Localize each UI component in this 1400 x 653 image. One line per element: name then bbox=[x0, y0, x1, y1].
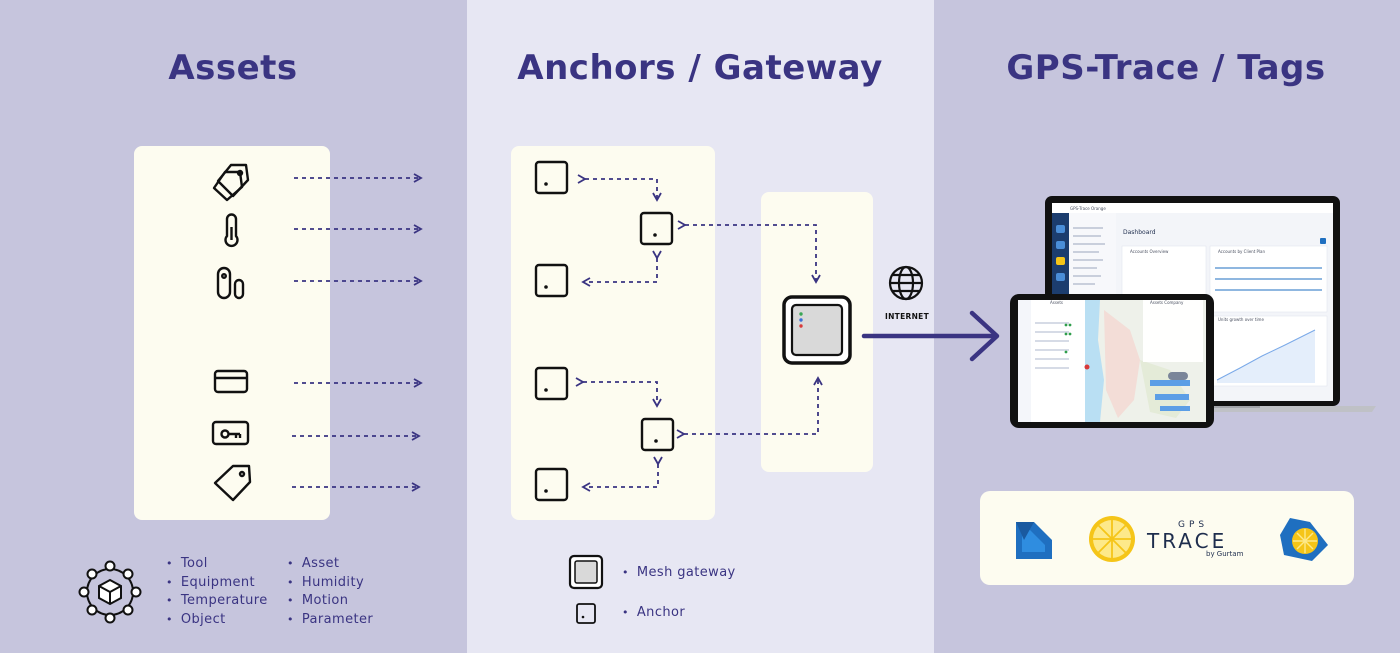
legend-item: Humidity bbox=[287, 574, 373, 593]
logo-gps-text: GPS bbox=[1178, 520, 1209, 530]
tags-icon bbox=[212, 163, 250, 202]
gps-trace-title: GPS-Trace / Tags bbox=[1006, 48, 1326, 88]
asset-legend-col2: Asset Humidity Motion Parameter bbox=[287, 555, 373, 630]
asset-legend-col1: Tool Equipment Temperature Object bbox=[166, 555, 268, 630]
motion-sensor-icon bbox=[216, 266, 245, 300]
assets-title: Assets bbox=[168, 48, 298, 88]
asset-network-icon bbox=[78, 560, 142, 624]
lemon-logo-icon bbox=[1089, 516, 1135, 562]
legend-item: Temperature bbox=[166, 592, 268, 611]
tablet-col-assets: Assets bbox=[1050, 300, 1064, 305]
laptop-app-title: GPS-Trace Orange bbox=[1070, 206, 1106, 211]
laptop-page-title: Dashboard bbox=[1123, 229, 1156, 236]
assets-card bbox=[134, 146, 330, 520]
card-icon bbox=[213, 369, 249, 394]
mesh-arrows bbox=[575, 174, 823, 492]
globe-icon bbox=[888, 265, 924, 301]
tablet-illustration bbox=[1010, 294, 1214, 428]
internet-label: INTERNET bbox=[885, 312, 929, 321]
legend-item: Asset bbox=[287, 555, 373, 574]
tag-icon bbox=[213, 464, 252, 502]
logo-by-text: by Gurtam bbox=[1206, 550, 1244, 558]
asset-arrows bbox=[292, 173, 423, 492]
mesh-gateway-icon bbox=[782, 295, 852, 365]
legend-item: Equipment bbox=[166, 574, 268, 593]
thermometer-icon bbox=[224, 213, 239, 248]
anchors-title: Anchors / Gateway bbox=[517, 48, 883, 88]
legend-gateway-icon bbox=[568, 554, 604, 590]
tablet-col-company: Assets Company bbox=[1150, 300, 1184, 305]
legend-anchor-label: Anchor bbox=[622, 605, 685, 620]
legend-gateway-label: Mesh gateway bbox=[622, 565, 736, 580]
legend-item: Motion bbox=[287, 592, 373, 611]
legend-item: Parameter bbox=[287, 611, 373, 630]
legend-item: Object bbox=[166, 611, 268, 630]
laptop-widget-growth: Units growth over time bbox=[1218, 317, 1264, 322]
legend-anchor-icon bbox=[576, 603, 596, 624]
anchor-icons bbox=[534, 160, 675, 502]
key-card-icon bbox=[211, 420, 250, 446]
laptop-widget-accounts: Accounts Overview bbox=[1130, 249, 1169, 254]
combined-logo bbox=[1280, 518, 1328, 561]
legend-item: Tool bbox=[166, 555, 268, 574]
internet-arrow bbox=[861, 310, 1000, 362]
laptop-widget-plans: Accounts by Client Plan bbox=[1218, 249, 1266, 254]
logo-trace-text: TRACE bbox=[1147, 529, 1228, 553]
wialon-logo bbox=[1016, 522, 1052, 559]
